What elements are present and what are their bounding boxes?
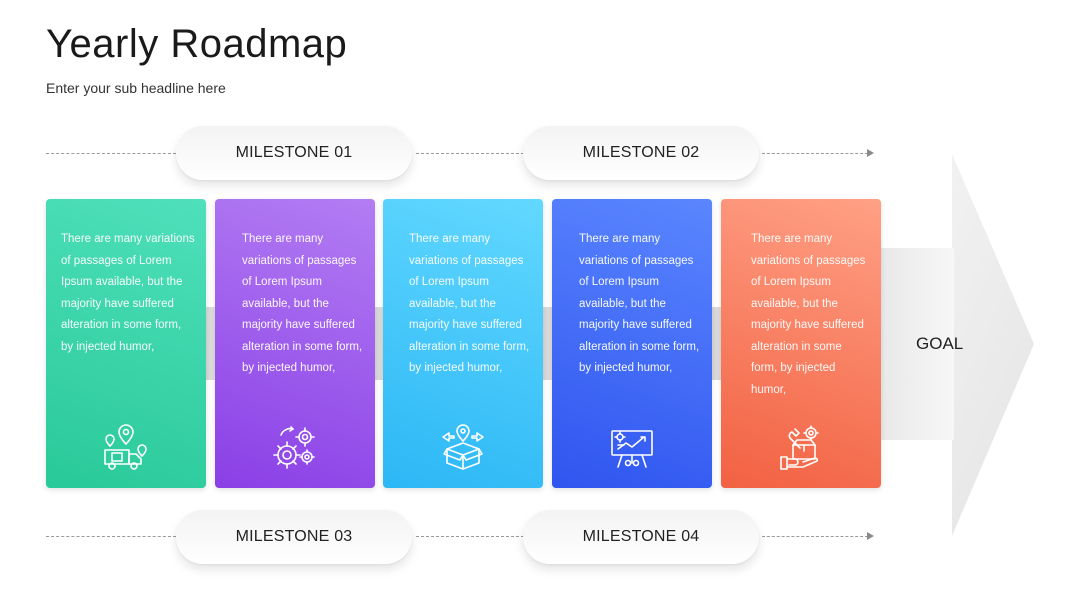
top-dashed-line-2 xyxy=(416,153,524,154)
bottom-dashed-line-2 xyxy=(416,536,524,537)
presentation-board-icon xyxy=(611,430,653,468)
top-dashed-line-1 xyxy=(46,153,176,154)
roadmap-card-3: There are many variations of passages of… xyxy=(383,199,543,488)
milestone-03-pill: MILESTONE 03 xyxy=(176,510,412,564)
goal-label: GOAL xyxy=(916,334,964,353)
gears-icon xyxy=(273,426,315,469)
delivery-truck-location-icon xyxy=(104,424,147,470)
roadmap-card-4: There are many variations of passages of… xyxy=(552,199,712,488)
bottom-arrowhead xyxy=(867,532,874,540)
milestone-04-pill: MILESTONE 04 xyxy=(523,510,759,564)
roadmap-card-2: There are many variations of passages of… xyxy=(215,199,375,488)
card-text: There are many variations of passages of… xyxy=(579,233,700,374)
top-arrowhead xyxy=(867,149,874,157)
page-subtitle: Enter your sub headline here xyxy=(46,80,226,96)
roadmap-card-1: There are many variations of passages of… xyxy=(46,199,206,488)
card-text: There are many variations of passages of… xyxy=(61,233,195,353)
hand-box-tools-icon xyxy=(780,425,819,470)
box-location-icon xyxy=(442,424,484,470)
bottom-dashed-line-3 xyxy=(762,536,868,537)
bottom-dashed-line-1 xyxy=(46,536,176,537)
milestone-02-pill: MILESTONE 02 xyxy=(523,126,759,180)
milestone-01-pill: MILESTONE 01 xyxy=(176,126,412,180)
roadmap-card-5: There are many variations of passages of… xyxy=(721,199,881,488)
card-text: There are many variations of passages of… xyxy=(751,233,866,396)
card-text: There are many variations of passages of… xyxy=(242,233,363,374)
card-text: There are many variations of passages of… xyxy=(409,233,530,374)
page-title: Yearly Roadmap xyxy=(46,22,348,66)
top-dashed-line-3 xyxy=(762,153,868,154)
